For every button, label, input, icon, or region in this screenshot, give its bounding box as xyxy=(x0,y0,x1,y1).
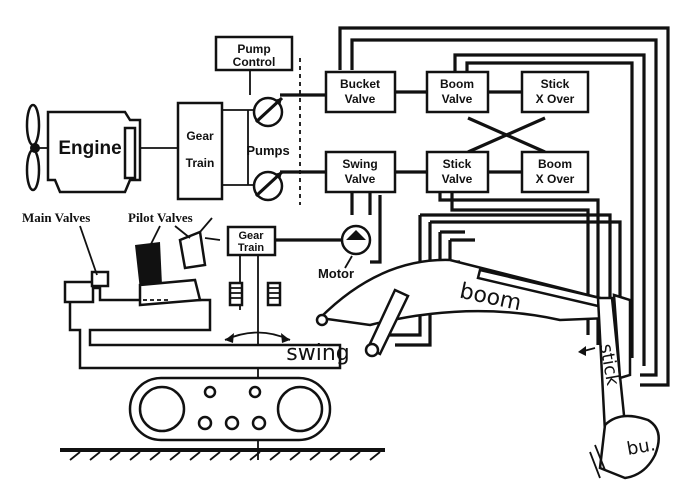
boom-xover-box: Boom X Over xyxy=(520,150,590,194)
pipe-outer-3 xyxy=(453,53,646,366)
upper-carriage xyxy=(68,286,342,370)
excavator-body: swing xyxy=(63,217,350,370)
track-idler xyxy=(138,385,186,433)
stick-valve-label-1: Stick xyxy=(443,157,472,171)
bucket-valve-box: Bucket Valve xyxy=(324,70,397,114)
stick-valve-box: Stick Valve xyxy=(425,150,490,194)
ground-line xyxy=(60,448,385,452)
swing-valve-label-2: Valve xyxy=(345,172,376,186)
track-belt xyxy=(128,376,332,442)
pipe-stick-1 xyxy=(438,192,600,345)
pumps-label: Pumps xyxy=(246,143,289,158)
swing-bearing-left xyxy=(228,281,244,307)
pipe-outer-2 xyxy=(350,38,658,377)
pump-control-box: Pump Control xyxy=(214,35,294,72)
pipe-boom-down-4 xyxy=(448,240,460,264)
engine-label: Engine xyxy=(58,138,121,159)
track-sprocket xyxy=(276,385,324,433)
bucket-valve-label-2: Valve xyxy=(345,92,376,106)
gear-train-label-2: Train xyxy=(186,156,215,170)
track-assembly xyxy=(60,376,385,461)
pipe-boom-down-1 xyxy=(385,215,422,337)
bucket: bu. xyxy=(589,414,660,480)
motor-label: Motor xyxy=(318,266,354,281)
swing-bearing-right xyxy=(266,281,282,307)
pipe-right-1 xyxy=(420,213,612,330)
boom-xover-label-2: X Over xyxy=(536,172,575,186)
main-valves-block xyxy=(63,280,95,304)
swing-valve-box: Swing Valve xyxy=(324,150,397,194)
swing-valve-label-1: Swing xyxy=(342,157,377,171)
swing-gear-label-2: Train xyxy=(238,242,265,254)
pump-control-label-1: Pump xyxy=(237,42,270,56)
pilot-valves-label: Pilot Valves xyxy=(128,210,193,225)
pipe-outer-4 xyxy=(465,61,634,358)
pipe-stick-2 xyxy=(450,192,590,335)
boom-valve-label-2: Valve xyxy=(442,92,473,106)
pipe-outer-1 xyxy=(338,26,670,387)
boom-arm: boom xyxy=(315,258,612,358)
stick-xover-box: Stick X Over xyxy=(520,70,590,114)
seat-back xyxy=(135,242,162,290)
seat-base xyxy=(138,278,202,307)
swing-gear-train-box: Gear Train xyxy=(226,225,277,257)
main-valves-leader xyxy=(79,225,98,276)
boom-xover-label-1: Boom xyxy=(538,157,572,171)
gear-train-box: Gear Train xyxy=(176,101,224,201)
fan-icon xyxy=(25,103,48,192)
stick-arm: stick xyxy=(578,293,632,434)
pilot-valves-leader xyxy=(149,225,161,247)
stick-xover-label-2: X Over xyxy=(536,92,575,106)
swing-motor-icon: Motor xyxy=(318,224,372,281)
bucket-valve-label-1: Bucket xyxy=(340,77,380,91)
swing-label: swing xyxy=(286,341,349,366)
pipe-cross-2 xyxy=(467,116,546,154)
stick-xover-label-1: Stick xyxy=(541,77,570,91)
pump-control-label-2: Control xyxy=(233,55,276,69)
boom-valve-label-1: Boom xyxy=(440,77,474,91)
bucket-label: bu. xyxy=(625,434,657,460)
swing-gear-label-1: Gear xyxy=(238,230,264,242)
bucket-cylinder xyxy=(612,293,632,380)
stick-valve-label-2: Valve xyxy=(442,172,473,186)
pilot-valves-block xyxy=(178,230,207,270)
gear-train-label-1: Gear xyxy=(186,129,214,143)
boom-valve-box: Boom Valve xyxy=(425,70,490,114)
pumps-group: Pumps xyxy=(246,96,290,202)
engine-block: Engine xyxy=(46,110,142,194)
bucket-body xyxy=(598,414,660,480)
pipe-swing-motor xyxy=(370,195,382,264)
main-valves-label: Main Valves xyxy=(22,210,90,225)
